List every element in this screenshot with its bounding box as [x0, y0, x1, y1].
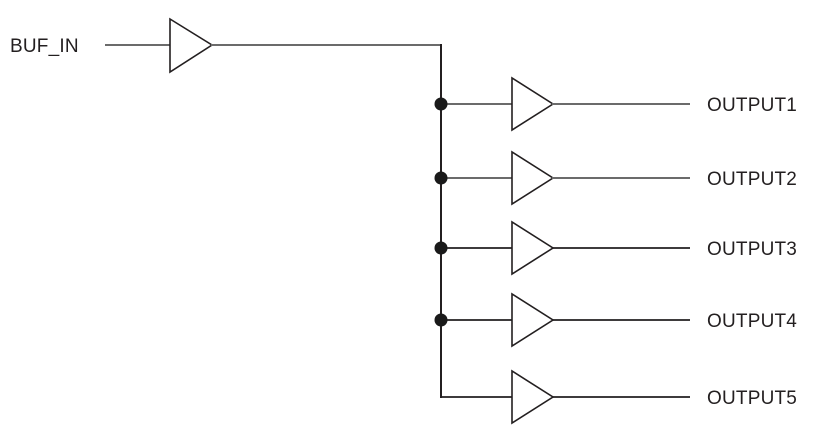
junction-dot-2: [434, 171, 448, 185]
output-branch-1: OUTPUT1: [434, 76, 797, 132]
output-buffer-symbol-4: [511, 292, 555, 348]
output-branch-3: OUTPUT3: [434, 220, 797, 276]
input-buffer-symbol: [169, 17, 214, 74]
output-net-label-4: OUTPUT4: [707, 311, 797, 332]
output-net-label-2: OUTPUT2: [707, 169, 797, 190]
output-net-label-1: OUTPUT1: [707, 95, 797, 116]
output-branch-4: OUTPUT4: [434, 292, 797, 348]
output-buffer-symbol-3: [511, 220, 555, 276]
output-branch-2: OUTPUT2: [434, 150, 797, 206]
junction-dot-3: [434, 241, 448, 255]
junction-dot-4: [434, 313, 448, 327]
output-buffer-symbol-1: [511, 76, 555, 132]
output-net-label-5: OUTPUT5: [707, 388, 797, 409]
input-net-label: BUF_IN: [10, 36, 79, 57]
output-net-label-3: OUTPUT3: [707, 239, 797, 260]
junction-dot-1: [434, 97, 448, 111]
output-buffer-symbol-2: [511, 150, 555, 206]
output-branch-5: OUTPUT5: [440, 369, 797, 425]
output-buffer-symbol-5: [511, 369, 555, 425]
